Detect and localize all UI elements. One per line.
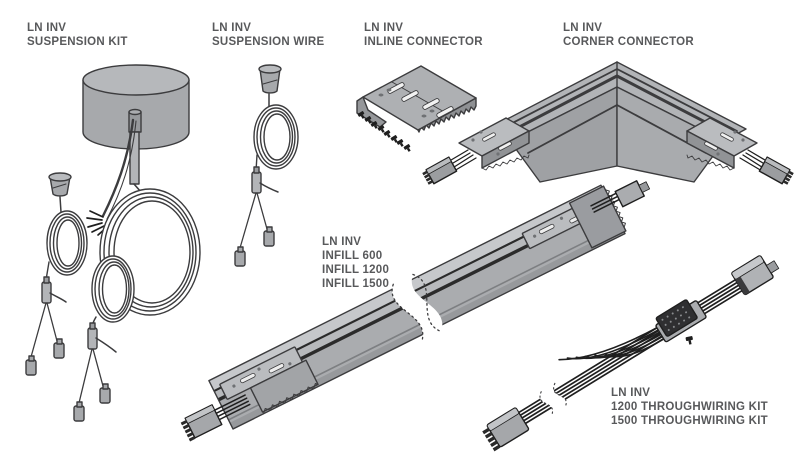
label-infill: LN INV INFILL 600 INFILL 1200 INFILL 150… <box>322 235 389 291</box>
product-label-line: LN INV <box>364 22 404 34</box>
product-label-line: SUSPENSION WIRE <box>212 36 325 48</box>
product-label-line: LN INV <box>212 22 252 34</box>
label-inline-connector: LN INV INLINE CONNECTOR <box>364 21 483 49</box>
product-label-line: 1500 THROUGHWIRING KIT <box>611 415 768 427</box>
screws <box>357 111 411 152</box>
corner-right-end <box>686 117 794 185</box>
product-label-line: INLINE CONNECTOR <box>364 36 483 48</box>
product-label-line: 1200 THROUGHWIRING KIT <box>611 401 768 413</box>
product-label-line: LN INV <box>611 387 651 399</box>
product-label-line: LN INV <box>322 236 362 248</box>
suspension-kit-illustration <box>25 64 201 422</box>
product-label-line: INFILL 600 <box>322 250 383 262</box>
inline-connector-illustration <box>356 65 477 152</box>
screw <box>685 336 693 345</box>
infill-illustration <box>180 180 651 442</box>
product-label-line: LN INV <box>563 22 603 34</box>
label-suspension-kit: LN INV SUSPENSION KIT <box>27 21 128 49</box>
corner-left-end <box>422 117 530 185</box>
label-suspension-wire: LN INV SUSPENSION WIRE <box>212 21 324 49</box>
product-label-line: LN INV <box>27 22 67 34</box>
label-throughwiring-kit: LN INV 1200 THROUGHWIRING KIT 1500 THROU… <box>611 386 768 428</box>
product-label-line: SUSPENSION KIT <box>27 36 128 48</box>
product-label-line: INFILL 1500 <box>322 278 390 290</box>
corner-connector-illustration <box>422 61 794 185</box>
label-corner-connector: LN INV CORNER CONNECTOR <box>563 21 694 49</box>
product-label-line: INFILL 1200 <box>322 264 390 276</box>
suspension-wire-illustration <box>234 64 299 267</box>
throughwiring-kit-illustration <box>482 255 780 452</box>
product-label-line: CORNER CONNECTOR <box>563 36 694 48</box>
